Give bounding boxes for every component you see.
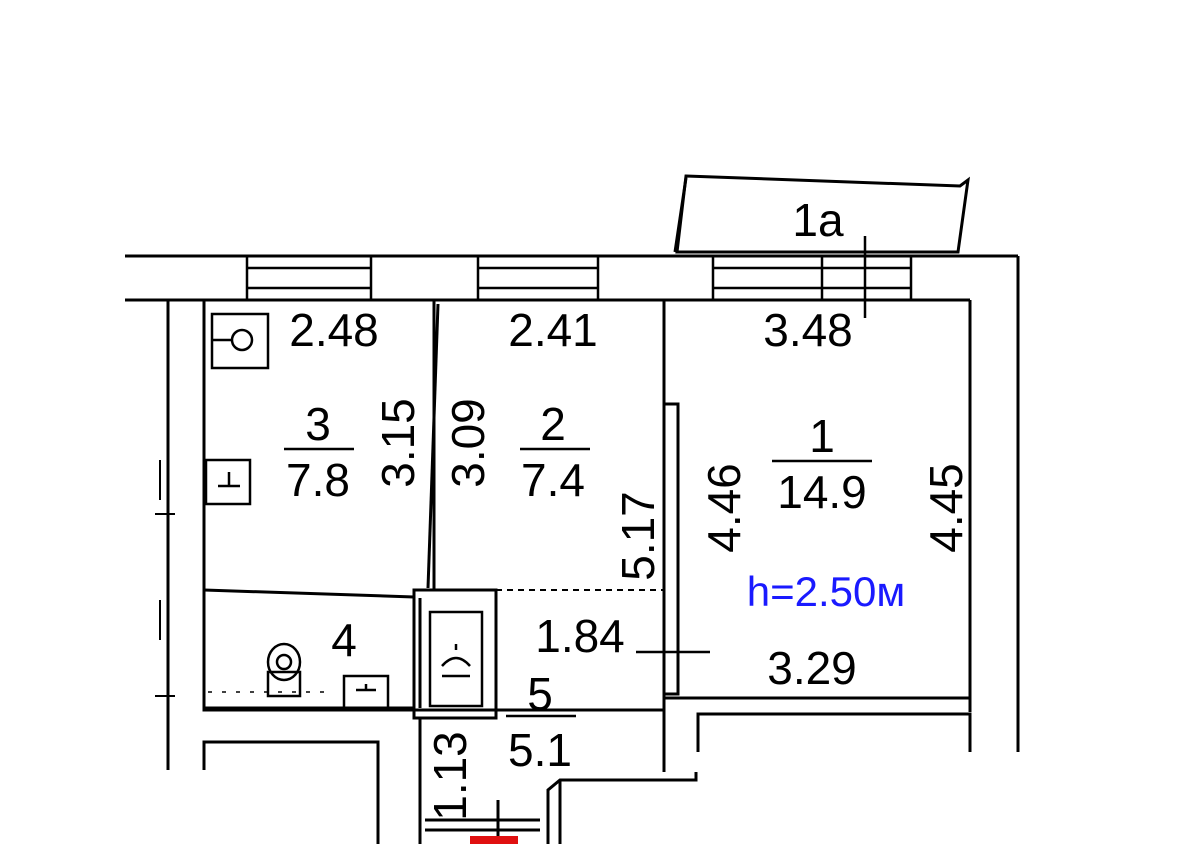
- room-1-area: 14.9: [777, 466, 867, 518]
- dim-room1-height-right: 4.45: [920, 463, 972, 553]
- dim-hall-width: 1.84: [535, 610, 625, 662]
- boiler-icon: [210, 312, 270, 370]
- room-4-number: 4: [331, 614, 357, 666]
- area-fraction-bars: [284, 447, 872, 718]
- room-3-area: 7.8: [286, 454, 350, 506]
- dim-room1-height-left: 4.46: [698, 463, 750, 553]
- toilet-icon: [266, 642, 302, 698]
- sink-icon-bath: [342, 674, 390, 710]
- room-2-area: 7.4: [521, 454, 585, 506]
- dim-corridor-length: 5.17: [612, 491, 664, 581]
- wall-ticks: [155, 460, 175, 697]
- room-5-number: 5: [527, 668, 553, 720]
- room-2-number: 2: [540, 398, 566, 450]
- room-3-number: 3: [305, 398, 331, 450]
- windows: [245, 236, 913, 318]
- ceiling-height-label: h=2.50м: [747, 568, 906, 615]
- accent-mark: [470, 836, 518, 844]
- dim-room1-width-top: 3.48: [763, 304, 853, 356]
- dim-room3-width: 2.48: [289, 304, 379, 356]
- dim-room2-height: 3.09: [442, 398, 494, 488]
- room-5-area: 5.1: [508, 724, 572, 776]
- room-1-number: 1: [809, 410, 835, 462]
- balcony-label: 1a: [792, 194, 844, 246]
- dim-room3-height: 3.15: [372, 398, 424, 488]
- dim-room1-width-bottom: 3.29: [767, 642, 857, 694]
- dim-room2-width: 2.41: [508, 304, 598, 356]
- sink-icon: [204, 458, 252, 506]
- shower-icon: [428, 610, 484, 708]
- balcony-outline: [673, 174, 970, 254]
- dim-hall-small: 1.13: [424, 731, 476, 821]
